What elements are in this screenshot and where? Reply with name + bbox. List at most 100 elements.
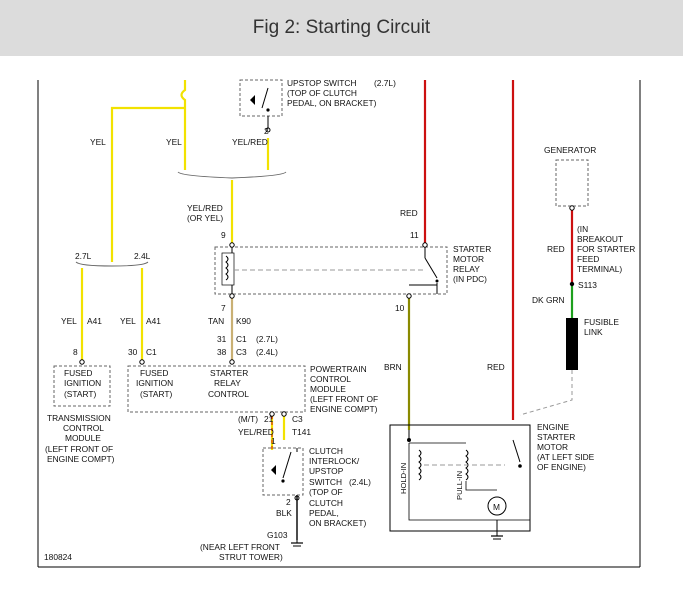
engine-starter-box [389,424,531,540]
label-ground-2: STRUT TOWER) [219,552,283,562]
tcm-box [53,359,111,407]
label-pin1: 1 [271,436,276,446]
label-pin7: 7 [221,303,226,313]
label-yel-a41-2: YEL [120,316,136,326]
label-clutch-6: CLUTCH [309,498,343,508]
label-pin2-top: 2 [264,126,269,136]
label-pin30: 30 [128,347,138,357]
label-blk: BLK [276,508,292,518]
label-clutch-5: (TOP OF [309,487,343,497]
label-generator: GENERATOR [544,145,596,155]
label-pcm-3: MODULE [310,384,346,394]
label-brn: BRN [384,362,402,372]
label-breakout-2: BREAKOUT [577,234,623,244]
pcm-box [127,359,306,417]
label-starter-relay-3: RELAY [453,264,480,274]
fusible-link [519,318,578,416]
label-tcm-1: TRANSMISSION [47,413,111,423]
label-tcm-5: ENGINE COMPT) [47,454,115,464]
label-yel-red-or-yel-1: YEL/RED [187,203,223,213]
merge-brackets [75,171,287,267]
label-fused-pcm-2: IGNITION [136,378,173,388]
label-clutch-7: PEDAL, [309,508,339,518]
label-yel-left: YEL [90,137,106,147]
label-c1-31: 31 [217,334,227,344]
label-red-engine: RED [487,362,505,372]
label-mt: (M/T) [238,414,258,424]
label-pin30-c1: C1 [146,347,157,357]
label-tcm-3: MODULE [65,433,101,443]
label-2-7l: 2.7L [75,251,92,261]
label-clutch-3: UPSTOP [309,466,344,476]
label-pcm-1: POWERTRAIN [310,364,367,374]
figure-title: Fig 2: Starting Circuit [252,17,431,38]
label-c1-27: (2.7L) [256,334,278,344]
label-pin9: 9 [221,230,226,240]
label-tan: TAN [208,316,224,326]
label-fusible-1: FUSIBLE [584,317,619,327]
label-fused-pcm-3: (START) [140,389,172,399]
label-clutch-2: INTERLOCK/ [309,456,360,466]
diagram-frame [37,80,641,568]
label-mt-c3: C3 [292,414,303,424]
label-pcm-5: ENGINE COMPT) [310,404,378,414]
label-breakout-5: TERMINAL) [577,264,622,274]
clutch-switch [262,447,304,547]
label-breakout-1: (IN [577,224,588,234]
label-engine-starter-3: MOTOR [537,442,568,452]
red-wires [423,80,574,420]
label-pcm-2: CONTROL [310,374,351,384]
label-k90: K90 [236,316,251,326]
label-tcm-4: (LEFT FRONT OF [45,444,113,454]
label-starter-relay-ctl-1: STARTER [210,368,248,378]
label-s113: S113 [578,280,597,290]
yellow-wires [80,80,286,440]
starter-motor-relay [214,242,448,299]
label-2-4l: 2.4L [134,251,151,261]
label-breakout-3: FOR STARTER [577,244,635,254]
label-a41-1: A41 [87,316,102,326]
label-engine-starter-4: (AT LEFT SIDE [537,452,595,462]
upstop-switch-top [239,79,283,133]
label-hold-in: HOLD-IN [399,463,408,494]
label-red-gen: RED [547,244,565,254]
label-engine-starter-1: ENGINE [537,422,570,432]
label-starter-relay-ctl-3: CONTROL [208,389,249,399]
label-upstop-top-3: PEDAL, ON BRACKET) [287,98,377,108]
label-fused-pcm-1: FUSED [140,368,168,378]
label-diagram-id: 180824 [44,552,72,562]
label-yel-red-clutch: YEL/RED [238,427,274,437]
label-pull-in: PULL-IN [455,471,464,500]
label-yel-mid: YEL [166,137,182,147]
label-engine-starter-5: OF ENGINE) [537,462,586,472]
label-fused-tcm-3: (START) [64,389,96,399]
label-c1-c1: C1 [236,334,247,344]
label-dk-grn: DK GRN [532,295,565,305]
label-upstop-top-2: (TOP OF CLUTCH [287,88,357,98]
label-red-relay: RED [400,208,418,218]
label-motor-symbol: M [493,502,500,512]
label-tcm-2: CONTROL [63,423,104,433]
label-fused-tcm-2: IGNITION [64,378,101,388]
label-pin2-bot: 2 [286,497,291,507]
label-c3-38: 38 [217,347,227,357]
label-starter-relay-1: STARTER [453,244,491,254]
label-t141: T141 [292,427,311,437]
label-starter-relay-ctl-2: RELAY [214,378,241,388]
label-pcm-4: (LEFT FRONT OF [310,394,378,404]
label-clutch-1: CLUTCH [309,446,343,456]
label-yel-a41-1: YEL [61,316,77,326]
label-pin8: 8 [73,347,78,357]
label-engine-starter-2: STARTER [537,432,575,442]
label-mt-21: 21 [264,414,274,424]
label-breakout-4: FEED [577,254,599,264]
label-pin11: 11 [410,230,419,240]
label-yel-red-or-yel-2: (OR YEL) [187,213,223,223]
label-clutch-4: SWITCH [309,477,342,487]
label-c3-c3: C3 [236,347,247,357]
label-starter-relay-4: (IN PDC) [453,274,487,284]
title-bar: Fig 2: Starting Circuit [0,0,683,56]
label-pin10: 10 [395,303,405,313]
